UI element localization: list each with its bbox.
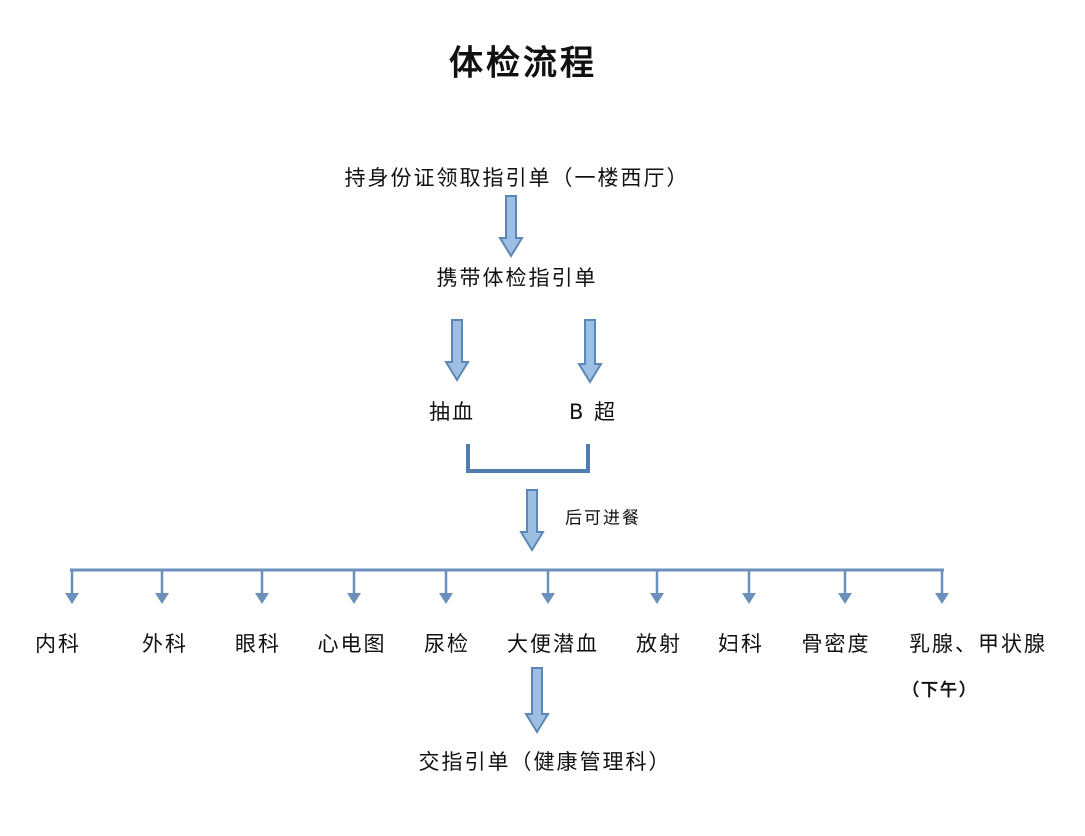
dept-radiology: 放射	[636, 632, 682, 656]
dept-bone-density: 骨密度	[801, 632, 871, 656]
down-arrow-icon	[155, 593, 169, 604]
dept-occult-blood: 大便潜血	[507, 632, 599, 656]
diagram-title: 体检流程	[449, 43, 597, 84]
down-arrow-icon	[498, 195, 524, 258]
afternoon-note: （下午）	[902, 680, 978, 701]
down-arrow-icon	[439, 593, 453, 604]
step-get-guide: 持身份证领取指引单（一楼西厅）	[344, 166, 690, 190]
dept-internal-medicine: 内科	[35, 632, 81, 656]
dept-surgery: 外科	[142, 632, 188, 656]
dept-urine-test: 尿检	[424, 632, 470, 656]
down-arrow-icon	[347, 593, 361, 604]
dept-gynecology: 妇科	[718, 632, 764, 656]
merge-bracket	[466, 444, 590, 473]
dept-ecg: 心电图	[317, 632, 387, 656]
step-carry-guide: 携带体检指引单	[436, 266, 598, 290]
down-arrow-icon	[541, 593, 555, 604]
down-arrow-icon	[255, 593, 269, 604]
down-arrow-icon	[65, 593, 79, 604]
down-arrow-icon	[524, 667, 550, 734]
down-arrow-icon	[650, 593, 664, 604]
step-return-guide: 交指引单（健康管理科）	[418, 750, 672, 774]
dept-breast-thyroid: 乳腺、甲状腺	[909, 632, 1047, 656]
after-meal-note: 后可进餐	[565, 508, 641, 529]
down-arrow-icon	[577, 319, 603, 384]
step-blood-draw: 抽血	[429, 400, 475, 424]
down-arrow-icon	[838, 593, 852, 604]
step-ultrasound: B 超	[568, 400, 618, 424]
down-arrow-icon	[444, 319, 470, 382]
down-arrow-icon	[742, 593, 756, 604]
down-arrow-icon	[519, 489, 545, 552]
dept-ophthalmology: 眼科	[235, 632, 281, 656]
down-arrow-icon	[935, 593, 949, 604]
